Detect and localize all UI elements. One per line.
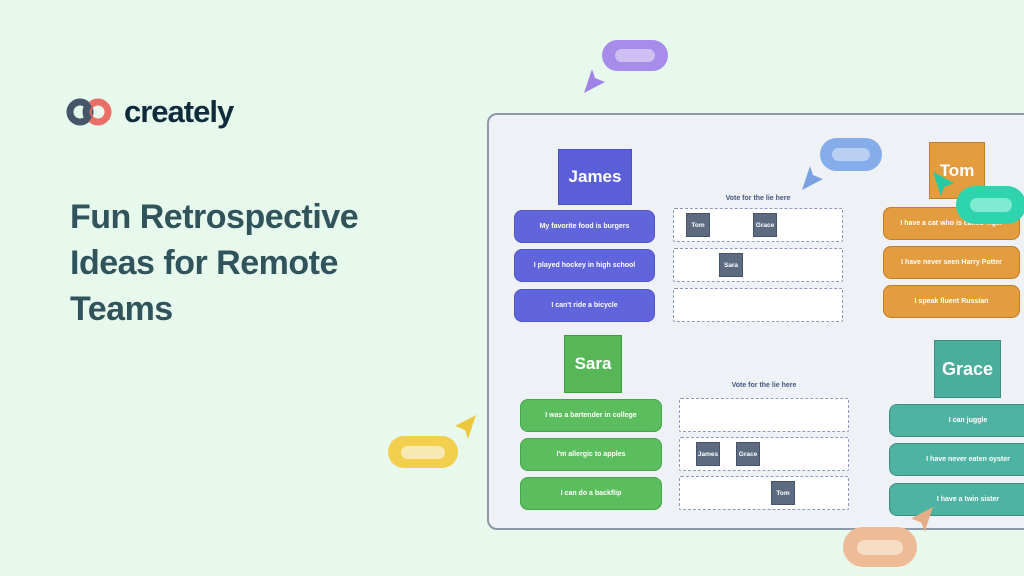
statement-card-james-3[interactable]: I can't ride a bicycle: [514, 289, 655, 322]
vote-prompt-james: Vote for the lie here: [725, 195, 791, 202]
cursor-arrow-icon: [802, 166, 823, 190]
brand-name: creately: [124, 94, 234, 129]
cursor-name-placeholder: [401, 445, 445, 459]
vote-chip-grace[interactable]: Grace: [736, 442, 760, 466]
statement-card-sara-3[interactable]: I can do a backflip: [520, 477, 662, 510]
vote-slot-sara-2[interactable]: James Grace: [679, 437, 849, 471]
cursor-name-placeholder: [832, 148, 870, 161]
creately-logo-icon: [66, 98, 112, 126]
vote-chip-sara[interactable]: Sara: [719, 253, 743, 277]
page-title: Fun Retrospective Ideas for Remote Teams: [70, 198, 359, 328]
vote-chip-grace[interactable]: Grace: [753, 213, 777, 237]
statement-card-grace-2[interactable]: I have never eaten oyster: [889, 443, 1024, 476]
statement-card-grace-1[interactable]: I can juggle: [889, 404, 1024, 437]
vote-slot-james-1[interactable]: Tom Grace: [673, 208, 843, 242]
cursor-name-placeholder: [615, 49, 655, 62]
vote-slot-james-2[interactable]: Sara: [673, 248, 843, 282]
cursor-arrow-icon: [455, 415, 476, 439]
cursor-name-pill: [820, 138, 882, 171]
cursor-arrow-icon: [584, 69, 605, 93]
vote-slot-james-3[interactable]: [673, 288, 843, 322]
cursor-arrow-icon: [911, 507, 933, 532]
vote-chip-tom[interactable]: Tom: [686, 213, 710, 237]
vote-slot-sara-1[interactable]: [679, 398, 849, 432]
statement-card-grace-3[interactable]: I have a twin sister: [889, 483, 1024, 516]
cursor-name-pill: [843, 527, 917, 567]
logo: creately: [66, 94, 234, 130]
vote-chip-tom[interactable]: Tom: [771, 481, 795, 505]
player-tile-sara[interactable]: Sara: [564, 335, 622, 393]
vote-prompt-sara: Vote for the lie here: [731, 382, 797, 389]
cursor-name-pill: [956, 186, 1024, 224]
statement-card-james-1[interactable]: My favorite food is burgers: [514, 210, 655, 243]
statement-card-sara-1[interactable]: I was a bartender in college: [520, 399, 662, 432]
player-tile-grace[interactable]: Grace: [934, 340, 1001, 398]
cursor-name-placeholder: [970, 198, 1012, 212]
cursor-name-pill: [388, 436, 458, 468]
cursor-name-pill: [602, 40, 668, 71]
statement-card-tom-3[interactable]: I speak fluent Russian: [883, 285, 1020, 318]
whiteboard-canvas[interactable]: James My favorite food is burgers I play…: [487, 113, 1024, 530]
statement-card-sara-2[interactable]: I'm allergic to apples: [520, 438, 662, 471]
vote-slot-sara-3[interactable]: Tom: [679, 476, 849, 510]
vote-chip-james[interactable]: James: [696, 442, 720, 466]
cursor-name-placeholder: [857, 539, 903, 555]
statement-card-tom-2[interactable]: I have never seen Harry Potter: [883, 246, 1020, 279]
player-tile-james[interactable]: James: [558, 149, 632, 205]
statement-card-james-2[interactable]: I played hockey in high school: [514, 249, 655, 282]
cursor-arrow-icon: [933, 172, 954, 196]
